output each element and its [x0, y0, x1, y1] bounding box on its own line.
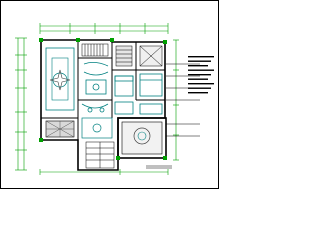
bottom-right-room	[121, 121, 163, 155]
legend-line	[188, 87, 211, 89]
bottom-dimension-lines	[39, 169, 169, 175]
bedrooms	[114, 73, 163, 115]
legend-line	[188, 78, 208, 80]
legend-line	[188, 65, 208, 67]
sheet-frame	[0, 0, 219, 189]
legend-line	[188, 74, 211, 76]
legend-block	[188, 56, 214, 94]
hall-furniture	[81, 62, 109, 113]
column-markers	[39, 38, 167, 160]
legend-line	[188, 92, 208, 94]
left-dimension-lines	[15, 37, 27, 171]
legend-line	[188, 60, 211, 62]
interior-walls	[41, 40, 165, 140]
ceiling-medallion	[49, 69, 71, 91]
staircase	[81, 43, 109, 57]
title-block	[146, 165, 172, 169]
entrance-steps	[85, 141, 115, 169]
legend-line	[188, 56, 214, 58]
floor-plan-drawing	[0, 0, 219, 189]
study	[81, 117, 113, 139]
legend-line	[188, 83, 214, 85]
living-room	[45, 47, 75, 111]
legend-line	[188, 69, 214, 71]
top-dimension-lines	[39, 23, 169, 34]
right-top-rooms	[115, 45, 163, 67]
drawing-viewer	[0, 0, 219, 189]
dining-room	[45, 120, 75, 138]
